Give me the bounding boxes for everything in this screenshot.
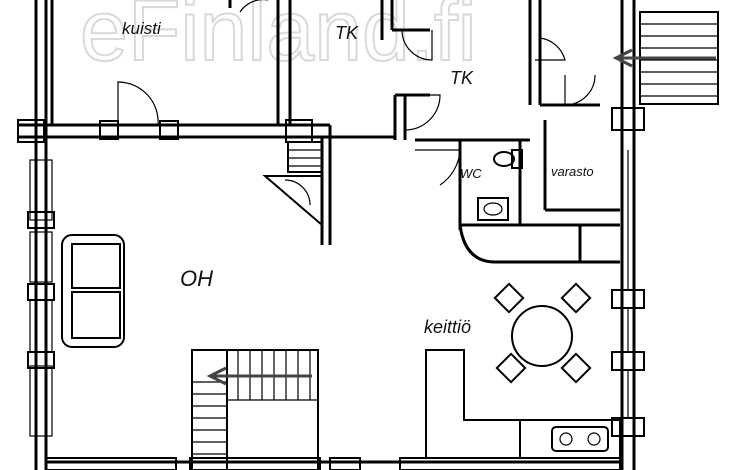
exterior-walls	[17, 0, 719, 470]
kitchen-counter	[425, 349, 621, 459]
wc-sink-basin-icon	[483, 202, 503, 216]
entrance-stair-treads	[640, 23, 718, 97]
stair-arrow-icon	[206, 366, 312, 386]
room-label-oh: OH	[180, 266, 213, 291]
room-label-tk-upper: TK	[335, 23, 359, 43]
room-label-tk-lower: TK	[450, 68, 474, 88]
room-label-wc: WC	[460, 166, 482, 181]
room-label-keittio: keittiö	[424, 317, 471, 337]
room-label-kuisti: kuisti	[122, 19, 162, 38]
toilet-icon	[493, 149, 523, 169]
main-staircase	[191, 349, 319, 470]
room-label-varasto: varasto	[551, 164, 594, 179]
sofa-icon	[61, 234, 125, 348]
wc-and-storage-walls	[415, 120, 620, 264]
interior-corner-stair	[262, 141, 323, 228]
stove-icon	[551, 426, 609, 452]
entrance-arrow-icon	[612, 48, 716, 68]
wc-sink-icon	[477, 197, 509, 221]
dining-table-icon	[493, 282, 592, 384]
